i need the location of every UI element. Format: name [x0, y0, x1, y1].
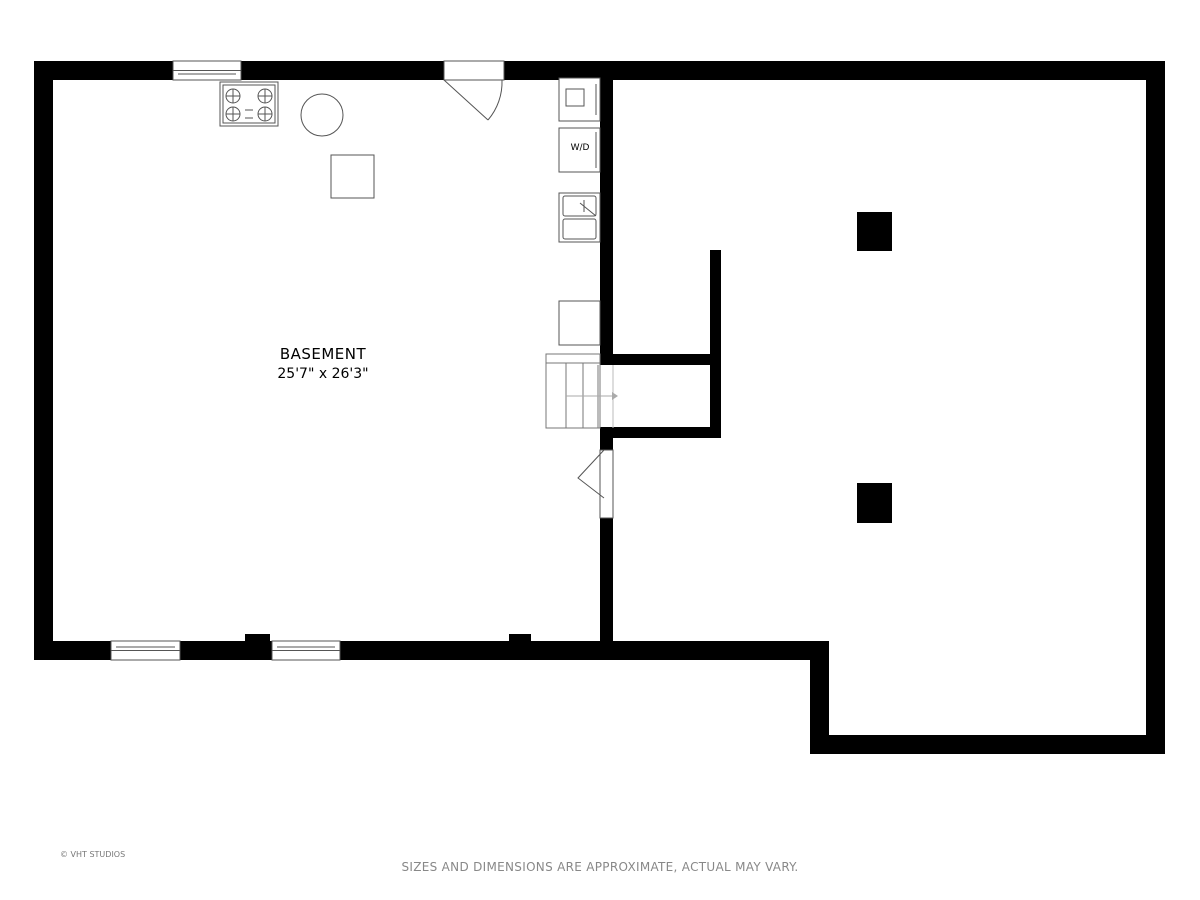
- stair-landing-bottom: [600, 427, 721, 438]
- interior-walls: [245, 78, 892, 644]
- wall-left: [34, 61, 53, 660]
- room-dimensions: 25'7" x 26'3": [277, 366, 369, 382]
- stairs: [545, 353, 618, 429]
- support-column-1: [857, 212, 892, 251]
- stair-arrow-head: [612, 392, 618, 400]
- window-bottom-1: [110, 640, 181, 661]
- dryer: [558, 77, 601, 122]
- room-name: BASEMENT: [279, 345, 367, 363]
- water-heater: [300, 93, 344, 137]
- washer-dryer-label: W/D: [570, 143, 590, 153]
- washer-dryer: [558, 127, 601, 173]
- stair-landing-right: [710, 250, 721, 438]
- credit-text: © VHT STUDIOS: [60, 850, 126, 859]
- bottom-wall-bump-1: [245, 634, 270, 644]
- disclaimer-text: SIZES AND DIMENSIONS ARE APPROXIMATE, AC…: [401, 860, 799, 874]
- wall-top: [34, 61, 1165, 80]
- utility-cabinet: [558, 300, 601, 346]
- window-top: [172, 60, 242, 81]
- window-bottom-2: [271, 640, 341, 661]
- interior-door: [577, 449, 614, 519]
- partition-upper: [600, 78, 613, 356]
- stove: [219, 81, 279, 127]
- laundry-sink: [558, 192, 601, 243]
- wall-bottom-left: [34, 641, 829, 660]
- utility-fixtures: [558, 77, 601, 346]
- exterior-door: [443, 60, 505, 121]
- stair-landing-top: [600, 354, 721, 365]
- wall-notch-vertical: [810, 641, 829, 754]
- partition-lower: [600, 518, 613, 642]
- wall-right: [1146, 61, 1165, 754]
- exterior-walls: [34, 61, 1165, 754]
- windows: [110, 60, 341, 661]
- support-column-2: [857, 483, 892, 523]
- bottom-wall-bump-2: [509, 634, 531, 644]
- furnace: [330, 154, 375, 199]
- wall-bottom-right: [810, 735, 1165, 754]
- doors: [443, 60, 614, 519]
